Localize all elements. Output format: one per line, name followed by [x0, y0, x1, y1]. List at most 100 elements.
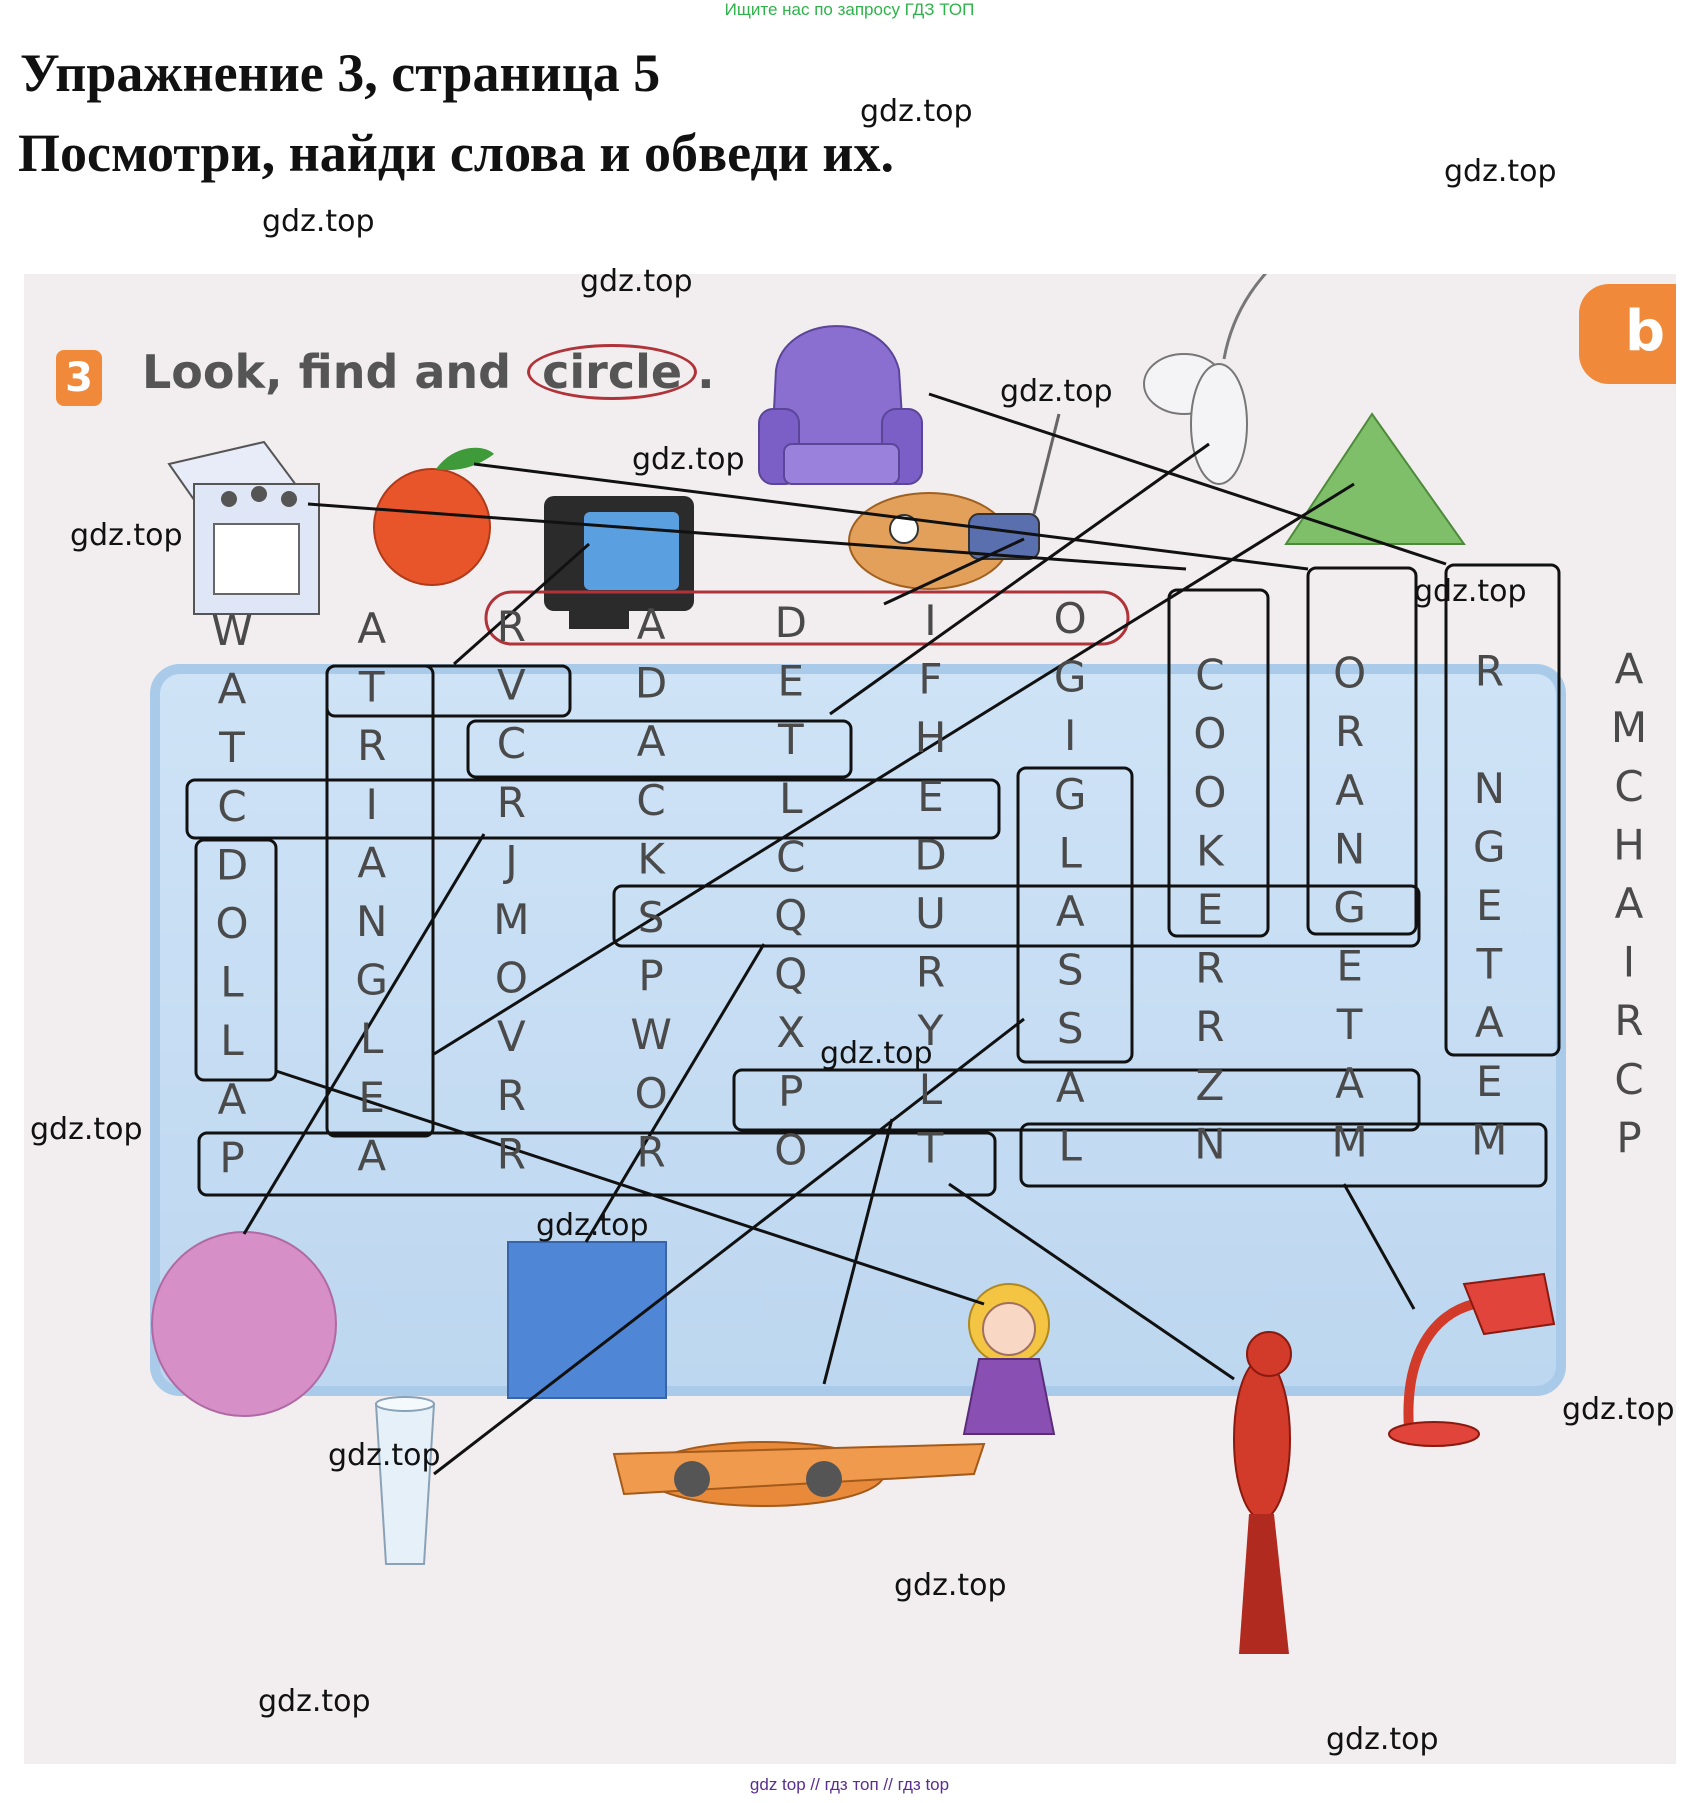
- grid-letter: I: [1623, 938, 1635, 987]
- grid-letter: A: [1475, 998, 1504, 1047]
- cooker-icon: [167, 440, 320, 615]
- glass-icon: [374, 1396, 436, 1565]
- watermark: gdz.top: [1444, 154, 1557, 189]
- grid-letter: A: [1335, 766, 1364, 815]
- footer-text: gdz top // гдз топ // гдз top: [749, 1775, 950, 1794]
- watermark: gdz.top: [258, 1684, 371, 1719]
- grid-letter: G: [1333, 883, 1366, 932]
- instruction-text: Посмотри, найди слова и обведи их.: [18, 123, 894, 183]
- grid-letter: J: [502, 836, 517, 885]
- grid-letter: O: [1193, 709, 1226, 758]
- top-banner: Ищите нас по запросу ГДЗ ТОП: [724, 0, 975, 19]
- grid-letter: C: [497, 719, 526, 768]
- watermark: gdz.top: [536, 1208, 649, 1243]
- square-shape: [507, 1241, 667, 1399]
- grid-letter: G: [1054, 653, 1087, 702]
- grid-letter: D: [914, 830, 946, 879]
- grid-letter: T: [1475, 940, 1502, 989]
- grid-letter: O: [1054, 594, 1087, 643]
- grid-letter: E: [1336, 942, 1363, 991]
- grid-letter: O: [774, 1125, 807, 1174]
- word-outlines: [185, 563, 1561, 1197]
- grid-letter: A: [1615, 645, 1644, 694]
- connector-lines: [242, 392, 1447, 1476]
- grid-letter: H: [1613, 820, 1645, 869]
- grid-letter: M: [493, 895, 529, 944]
- textbook-scan: 3 Look, find and circle. b: [24, 274, 1676, 1764]
- grid-letter: C: [217, 782, 246, 831]
- grid-letter: E: [778, 657, 805, 706]
- page-title: Упражнение 3, страница 5: [20, 43, 661, 103]
- grid-letter: P: [778, 1067, 803, 1116]
- grid-letter: C: [1195, 651, 1224, 700]
- grid-letter: A: [218, 1075, 247, 1124]
- watermark: gdz.top: [1326, 1722, 1439, 1757]
- grid-letter: I: [366, 780, 378, 829]
- exercise-heading: Look, find and circle.: [142, 344, 715, 400]
- grid-letter: V: [497, 1012, 526, 1061]
- grid-letter: N: [1194, 1119, 1225, 1168]
- grid-letter: L: [360, 1014, 384, 1063]
- grid-letter: T: [1336, 1000, 1363, 1049]
- grid-letter: M: [1611, 703, 1647, 752]
- grid-letter: M: [1331, 1117, 1367, 1166]
- grid-letter: L: [220, 958, 244, 1007]
- armchair-icon: [758, 325, 923, 485]
- grid-letter: A: [637, 717, 666, 766]
- grid-letter: G: [355, 956, 388, 1005]
- grid-letter: K: [637, 834, 666, 883]
- grid-letter: Z: [1196, 1061, 1225, 1110]
- grid-letter: C: [1614, 762, 1643, 811]
- grid-letter: Y: [917, 1006, 944, 1055]
- grid-letter: H: [915, 713, 947, 762]
- grid-letter: L: [919, 1065, 943, 1114]
- grid-letter: R: [1195, 944, 1224, 993]
- grid-letter: C: [776, 832, 805, 881]
- grid-letter: C: [636, 776, 665, 825]
- scan-illustrations: WARADIOATVDEFGCORATRCATHIORMCIRCLEGOANCD…: [151, 274, 1647, 1654]
- grid-letter: K: [1196, 826, 1225, 875]
- grid-letter: E: [1476, 881, 1503, 930]
- grid-letter: V: [497, 661, 526, 710]
- grid-letter: E: [917, 772, 944, 821]
- grid-letter: R: [1195, 1002, 1224, 1051]
- orange-icon: [373, 447, 494, 586]
- grid-letter: A: [1335, 1059, 1364, 1108]
- grid-letter: T: [358, 663, 385, 712]
- grid-letter: L: [779, 774, 803, 823]
- circle-shape: [151, 1231, 337, 1417]
- circled-word: circle: [527, 344, 698, 400]
- grid-letter: L: [1058, 1121, 1082, 1170]
- grid-letter: L: [1058, 828, 1082, 877]
- grid-letter: D: [775, 598, 807, 647]
- watermark: gdz.top: [1414, 574, 1527, 609]
- grid-letter: C: [1614, 1055, 1643, 1104]
- grid-letter: U: [915, 889, 946, 938]
- grid-letter: R: [497, 1071, 526, 1120]
- grid-letter: R: [1614, 996, 1643, 1045]
- grid-letter: D: [216, 840, 248, 889]
- grid-letter: X: [776, 1008, 805, 1057]
- corner-tab: b: [1579, 284, 1676, 384]
- grid-letter: I: [924, 596, 936, 645]
- grid-letter: S: [1057, 946, 1084, 995]
- lamp-icon: [1388, 1272, 1556, 1447]
- watermark: gdz.top: [580, 264, 693, 299]
- grid-letter: A: [357, 604, 386, 653]
- grid-letter: R: [357, 721, 386, 770]
- grid-letter: A: [1056, 887, 1085, 936]
- grid-letter: D: [635, 659, 667, 708]
- parrot-icon: [1233, 1331, 1292, 1654]
- grid-letter: L: [220, 1016, 244, 1065]
- watermark: gdz.top: [30, 1112, 143, 1147]
- grid-letter: A: [1615, 879, 1644, 928]
- grid-letter: R: [497, 602, 526, 651]
- grid-letter: I: [1064, 711, 1076, 760]
- grid-letter: O: [495, 954, 528, 1003]
- grid-letter: G: [1473, 822, 1506, 871]
- grid-letter: T: [218, 723, 245, 772]
- grid-letter: O: [1333, 649, 1366, 698]
- watermark: gdz.top: [70, 518, 183, 553]
- grid-letter: F: [918, 655, 942, 704]
